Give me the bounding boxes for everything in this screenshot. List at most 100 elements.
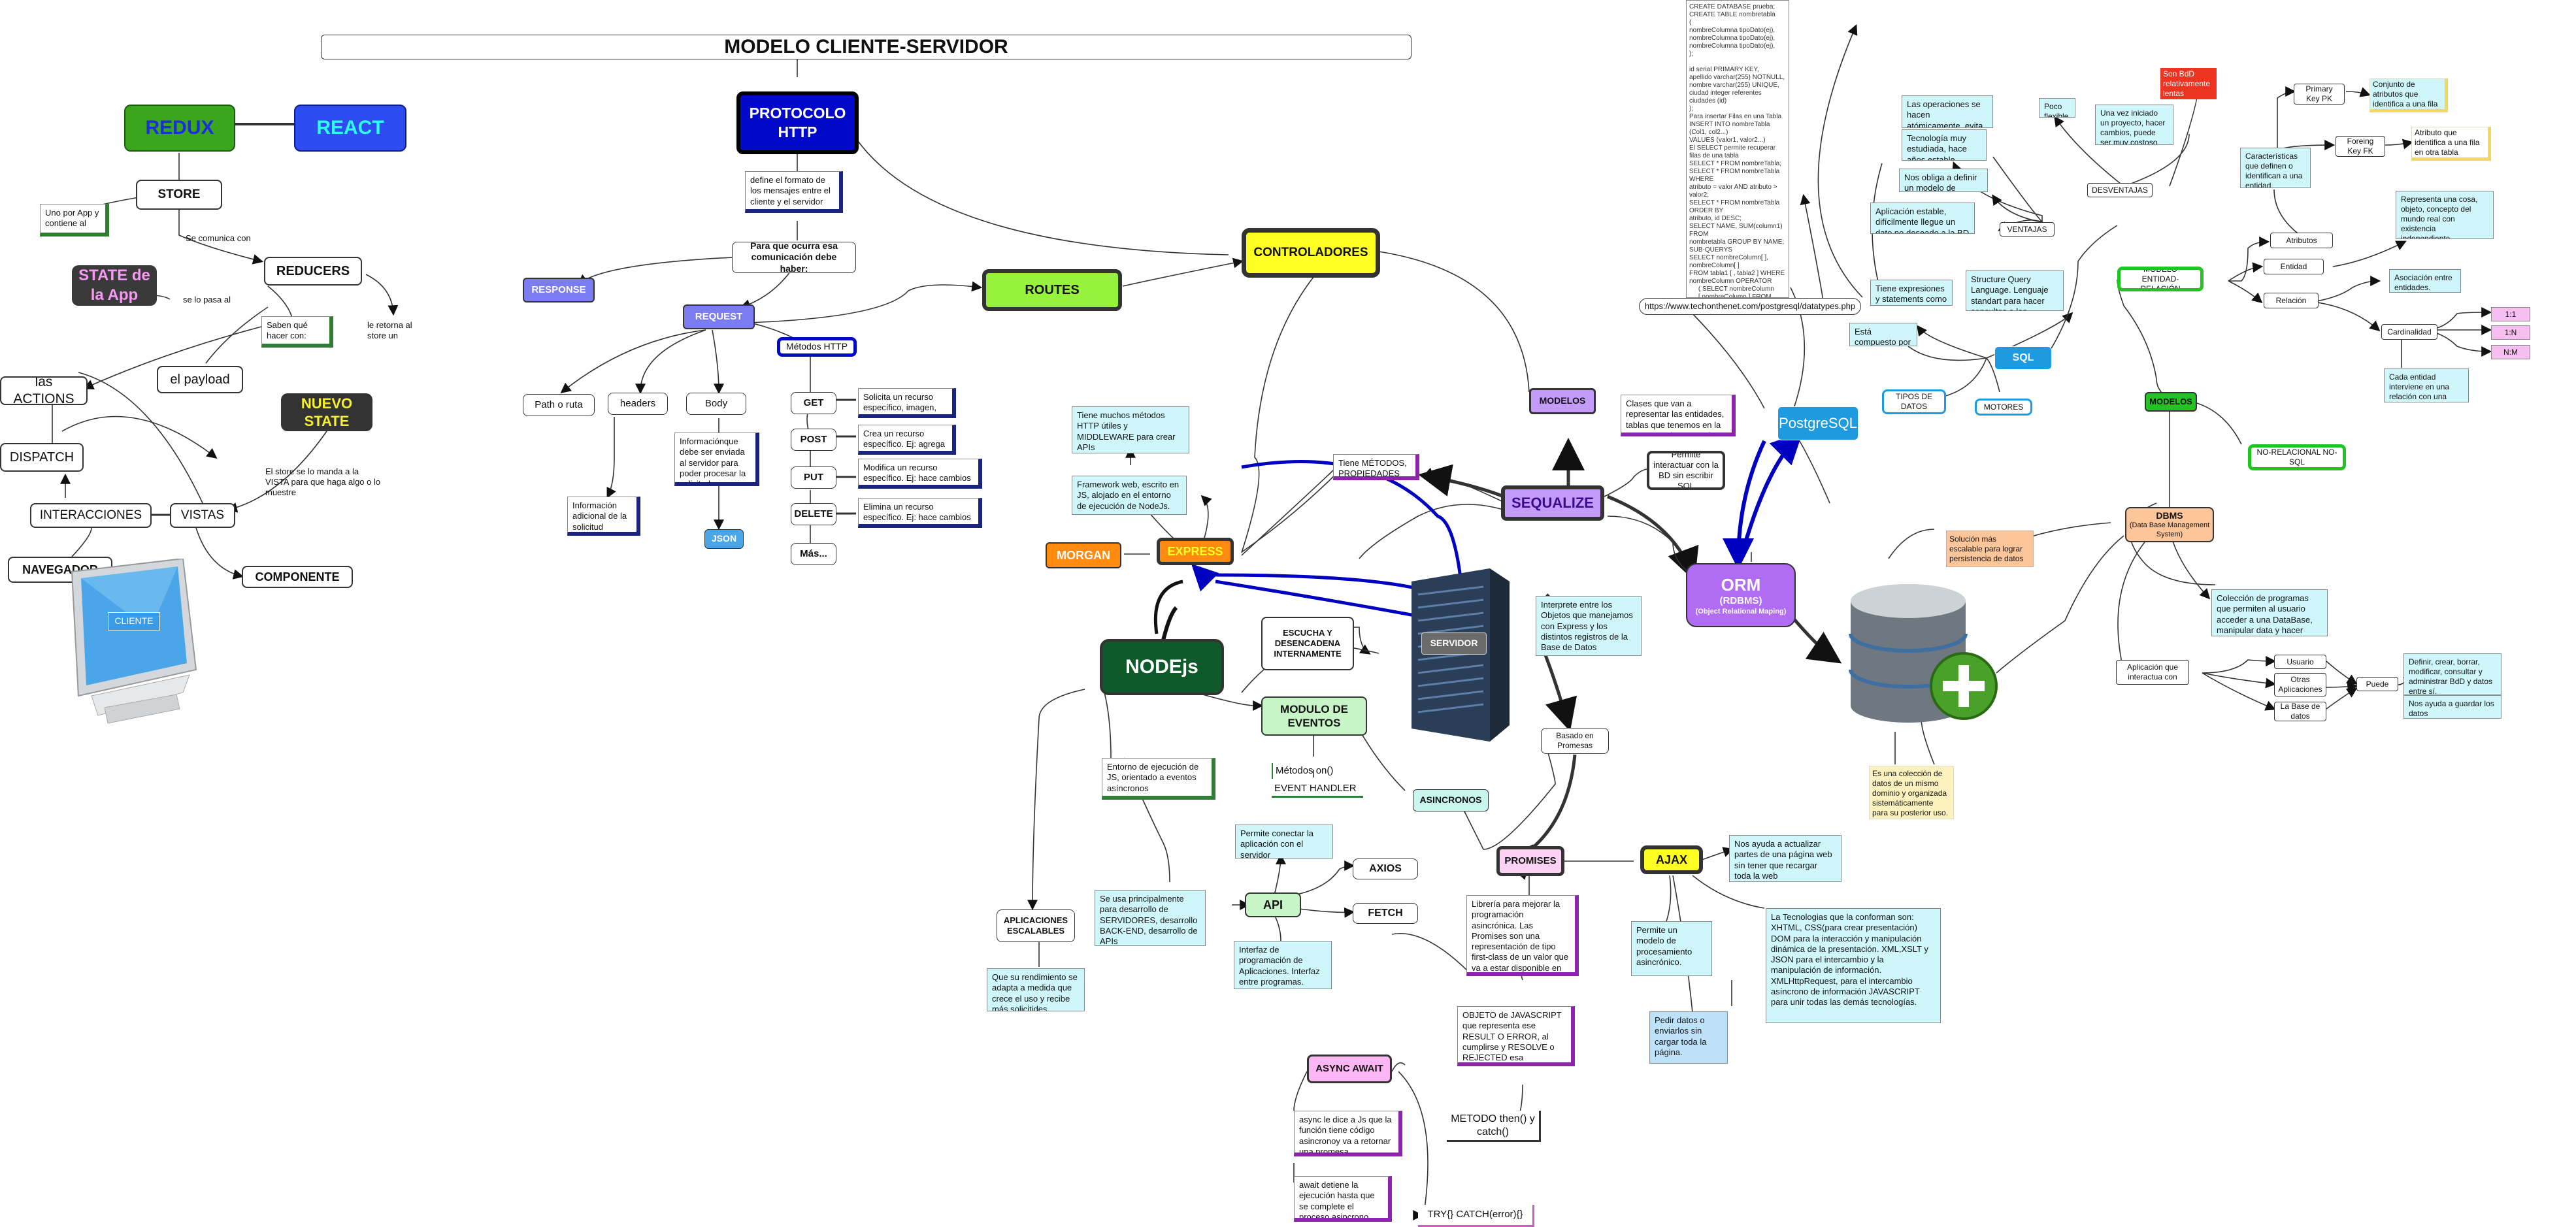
store-manda-label: El store se lo manda a la VISTA para que… <box>265 466 381 498</box>
saben-que-note: Saben qué hacer con: <box>261 316 333 348</box>
las-actions-node: las ACTIONS <box>0 376 88 405</box>
interprete-note: Interprete entre los Objetos que manejam… <box>1536 596 1642 656</box>
ventajas-node: VENTAJAS <box>2000 222 2055 237</box>
modelos-node: MODELOS <box>1529 388 1596 414</box>
sql-code-text: CREATE DATABASE prueba; CREATE TABLE nom… <box>1689 3 1785 298</box>
try-catch-node: TRY{} CATCH(error){} <box>1418 1205 1534 1227</box>
get-node: GET <box>791 392 836 414</box>
delete-node: DELETE <box>791 503 836 525</box>
card-n-m: N:M <box>2491 345 2530 359</box>
lo-retorna-label: le retorna al store un <box>367 319 412 340</box>
orm-sub: (RDBMS) <box>1719 595 1762 606</box>
post-desc: Crea un recurso específico. Ej: agrega u… <box>858 425 956 455</box>
esta-compuesto-note: Está compuesto por cláusulas <box>1849 323 1917 346</box>
ventaja-3: Nos obliga a definir un modelo de antema… <box>1899 169 1988 192</box>
card-desc-note: Cada entidad interviene en una relación … <box>2384 368 2469 402</box>
rendimiento-note: Que su rendimiento se adapta a medida qu… <box>987 968 1085 1011</box>
ajax-pedir-note: Pedir datos o enviarlos sin cargar toda … <box>1649 1011 1728 1064</box>
dbms-node: DBMS (Data Base Management System) <box>2125 507 2214 542</box>
async-await-node: ASYNC AWAIT <box>1307 1055 1392 1083</box>
tiene-expresiones-note: Tiene expresiones y statements como JS <box>1870 280 1953 306</box>
dbms-sub: (Data Base Management System) <box>2129 521 2210 538</box>
poco-flexible-note: Poco flexible <box>2039 98 2075 118</box>
define-note: define el formato de los mensajes entre … <box>745 171 843 213</box>
son-bdd-note: Son BdD relativamente lentas <box>2160 68 2217 99</box>
escucha-node: ESCUCHA Y DESENCADENA INTERNAMENTE <box>1261 617 1354 670</box>
card-1-1: 1:1 <box>2491 307 2530 321</box>
put-desc: Modifica un recurso específico. Ej: hace… <box>858 459 982 489</box>
server-rack-icon: SERVIDOR <box>1398 562 1516 745</box>
json-node: JSON <box>704 529 744 549</box>
relacion-node: Relación <box>2264 293 2319 308</box>
dispatch-node: DISPATCH <box>0 443 84 472</box>
definir-note: Definir, crear, borrar, modificar, consu… <box>2403 653 2502 695</box>
coleccion-programas-note: Colección de programas que permiten al u… <box>2211 589 2328 636</box>
el-payload-node: el payload <box>157 366 243 393</box>
coleccion-note: Es una colección de datos de un mismo do… <box>1869 766 1954 819</box>
sql-node: SQL <box>1994 346 2052 370</box>
orm-title: ORM <box>1721 574 1761 595</box>
mas-node: Más... <box>791 543 836 565</box>
headers-node: headers <box>608 393 668 415</box>
headers-info-note: Información adicional de la solicitud <box>567 497 640 536</box>
nuevo-state-node: NUEVO STATE <box>281 393 372 431</box>
redux-node: REDUX <box>124 105 235 152</box>
api-node: API <box>1245 892 1301 917</box>
controladores-node: CONTROLADORES <box>1242 228 1380 278</box>
dbms-title: DBMS <box>2156 510 2183 521</box>
reducers-node: REDUCERS <box>264 257 362 286</box>
interacciones-node: INTERACCIONES <box>30 503 152 528</box>
ventaja-4: Aplicación estable, difícilmente llegue … <box>1870 203 1975 234</box>
response-node: RESPONSE <box>523 278 595 303</box>
usuario-node: Usuario <box>2274 655 2326 669</box>
metodos-on-label: Métodos on() <box>1272 763 1350 779</box>
protocolo-http-node: PROTOCOLO HTTP <box>736 91 859 154</box>
vistas-node: VISTAS <box>170 503 235 528</box>
put-node: PUT <box>791 466 836 489</box>
ajax-tecnologias-note: La Tecnologias que la conforman son: XHT… <box>1766 908 1941 1023</box>
modelos-desc: Clases que van a representar las entidad… <box>1621 395 1736 436</box>
modulo-eventos-node: MODULO DE EVENTOS <box>1261 696 1367 736</box>
sequalize-node: SEQUALIZE <box>1501 485 1604 521</box>
ventaja-1: Las operaciones se hacen atómicamente, e… <box>1902 95 1993 128</box>
react-node: REACT <box>294 105 406 152</box>
entorno-note: Entorno de ejecución de JS, orientado a … <box>1102 758 1215 800</box>
permite-interactuar-node: Permite interactuar con la BD sin escrib… <box>1647 451 1725 490</box>
se-lo-pasa-label: se lo pasa al <box>183 294 231 304</box>
request-node: REQUEST <box>683 304 755 329</box>
otras-apps-node: Otras Aplicaciones <box>2274 673 2326 696</box>
structure-query-note: Structure Query Language. Lenguaje stand… <box>1966 270 2064 311</box>
para-que-node: Para que ocurra esa comunicación debe ha… <box>732 242 856 273</box>
desventajas-node: DESVENTAJAS <box>2087 183 2153 197</box>
morgan-node: MORGAN <box>1046 542 1121 568</box>
motores-node: MOTORES <box>1975 399 2032 416</box>
nodejs-node: NODEjs <box>1100 639 1224 695</box>
monitor-icon: CLIENTE <box>52 557 209 728</box>
axios-node: AXIOS <box>1353 859 1418 879</box>
puede-node: Puede <box>2356 677 2398 691</box>
url-node[interactable]: https://www.techonthenet.com/postgresql/… <box>1639 298 1861 315</box>
cliente-label: CLIENTE <box>108 612 160 630</box>
metodo-then-node: METODO then() y catch() <box>1447 1111 1541 1142</box>
modelos-db-node: MODELOS <box>2145 392 2197 412</box>
ajax-ayuda-note: Nos ayuda a actualizar partes de una pág… <box>1729 835 1841 882</box>
asincronos-node: ASINCRONOS <box>1413 789 1489 811</box>
path-node: Path o ruta <box>523 394 595 416</box>
post-node: POST <box>791 429 836 451</box>
metodos-http-node: Métodos HTTP <box>777 337 857 357</box>
body-info-note: Informaciónque debe ser enviada al servi… <box>674 433 759 486</box>
permite-conectar-note: Permite conectar la aplicación con el se… <box>1235 825 1333 859</box>
solucion-note: Solución más escalable para lograr persi… <box>1946 531 2034 567</box>
servidor-label: SERVIDOR <box>1421 632 1487 655</box>
delete-desc: Elimina un recurso específico. Ej: hace … <box>858 498 982 528</box>
primary-key-node: Primary Key PK <box>2294 84 2345 105</box>
fetch-node: FETCH <box>1353 903 1418 924</box>
aplicaciones-node: APLICACIONES ESCALABLES <box>997 909 1075 942</box>
postgresql-node: PostgreSQL <box>1777 406 1858 440</box>
ajax-permite-note: Permite un modelo de procesamiento asinc… <box>1631 921 1712 976</box>
representa-note: Representa una cosa, objeto, concepto de… <box>2396 191 2494 239</box>
sql-code-panel: CREATE DATABASE prueba; CREATE TABLE nom… <box>1686 0 1789 298</box>
se-comunica-label: Se comunica con <box>186 233 251 243</box>
atributos-node: Atributos <box>2270 233 2333 248</box>
await-desc: await detiene la ejecución hasta que se … <box>1294 1176 1392 1222</box>
